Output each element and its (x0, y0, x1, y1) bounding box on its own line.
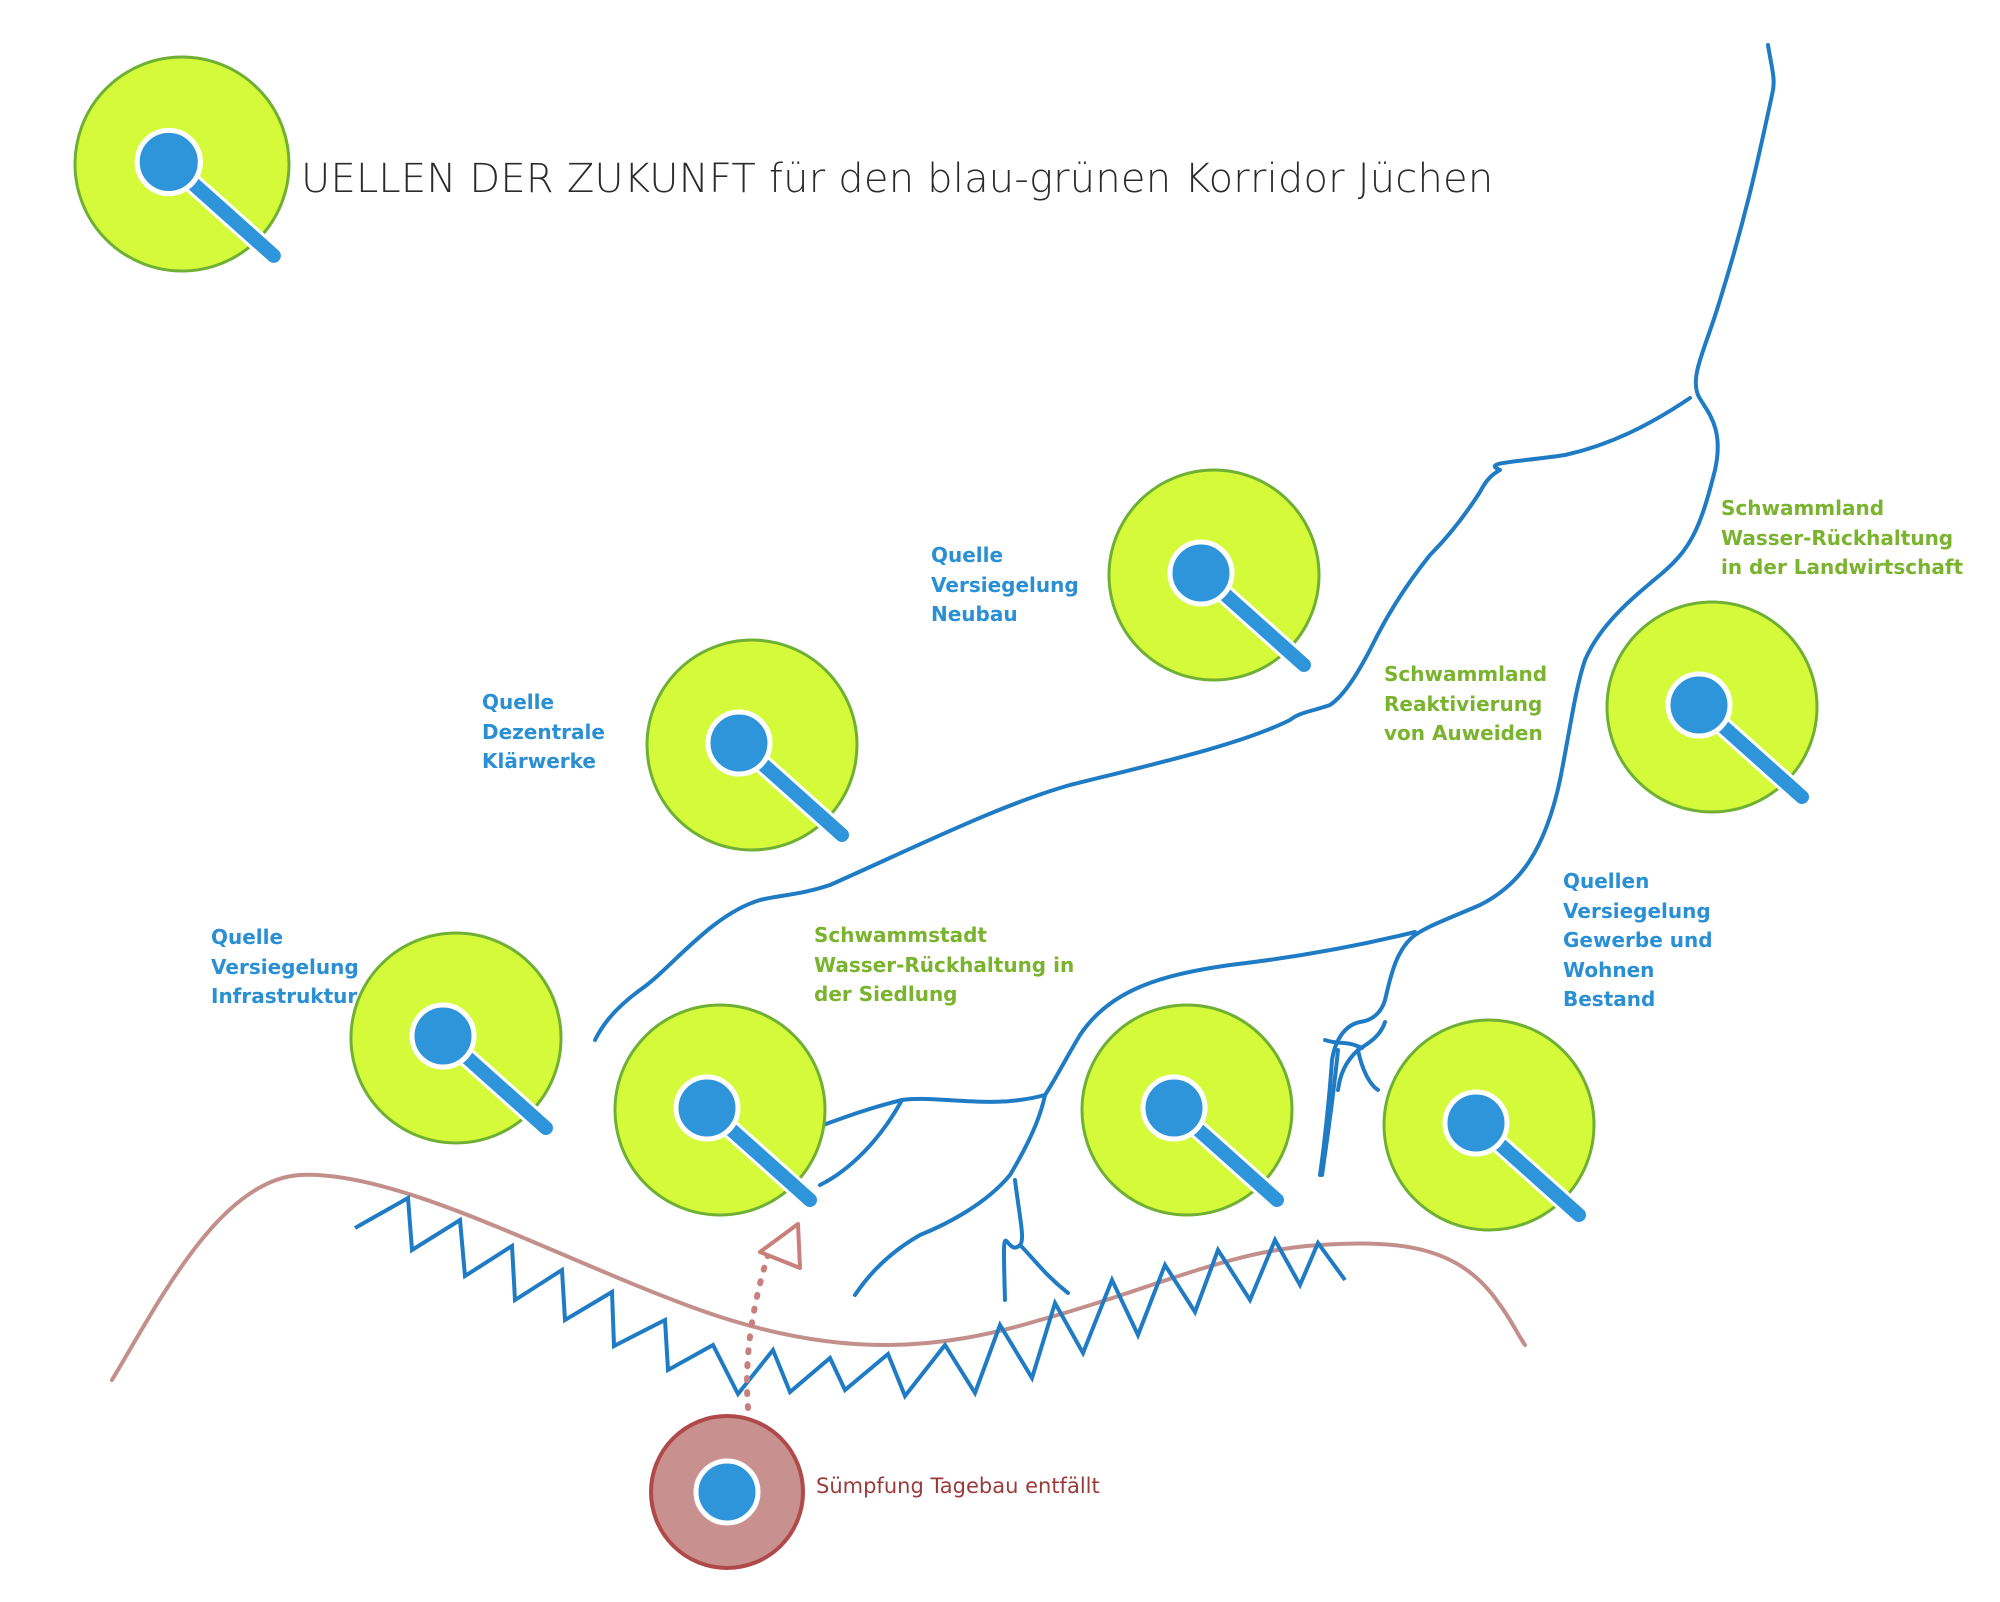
stream-5 (1018, 1243, 1070, 1295)
river-main (1318, 43, 1776, 1177)
stream-8 (1323, 1038, 1364, 1050)
source-marker-infrastruktur (349, 931, 563, 1145)
river-upper-left (593, 396, 1692, 1042)
stream-1 (853, 1093, 1047, 1297)
label-schwammstadt: Schwammstadt Wasser-Rückhaltung in der S… (814, 923, 1075, 1006)
stream-9 (1356, 1048, 1380, 1092)
stream-4 (1001, 1178, 1025, 1302)
pit-source-icon (649, 1414, 805, 1570)
label-versiegelung-infrastruktur: Quelle Versiegelung Infrastruktur (211, 925, 359, 1008)
page-title: UELLEN DER ZUKUNFT für den blau-grünen K… (301, 156, 1494, 202)
source-marker-gewerbe (1382, 1018, 1596, 1232)
river-lower-branch (1043, 930, 1417, 1097)
label-suempfung: Sümpfung Tagebau entfällt (816, 1474, 1100, 1498)
dotted-arrow-icon (744, 1222, 802, 1411)
label-versiegelung-neubau: Quelle Versiegelung Neubau (931, 543, 1079, 626)
source-marker-schwammstadt (613, 1003, 827, 1217)
source-marker-landwirtschaft (1605, 600, 1819, 814)
source-marker-auweiden (1080, 1003, 1294, 1217)
source-marker-neubau (1107, 468, 1321, 682)
label-schwammland-auweiden: Schwammland Reaktivierung von Auweiden (1384, 662, 1548, 745)
source-marker-title (73, 55, 291, 273)
stream-7 (1320, 1048, 1340, 1177)
source-marker-klaerwerke (645, 638, 859, 852)
terrain-ridge (110, 1172, 1527, 1382)
pit-edge-zigzag (354, 1194, 1347, 1400)
river-network (593, 43, 1776, 1302)
label-schwammland-landwirtschaft: Schwammland Wasser-Rückhaltung in der La… (1721, 496, 1964, 579)
label-dezentrale-klaerwerke: Quelle Dezentrale Klärwerke (482, 690, 605, 773)
label-versiegelung-gewerbe: Quellen Versiegelung Gewerbe und Wohnen … (1563, 869, 1713, 1011)
